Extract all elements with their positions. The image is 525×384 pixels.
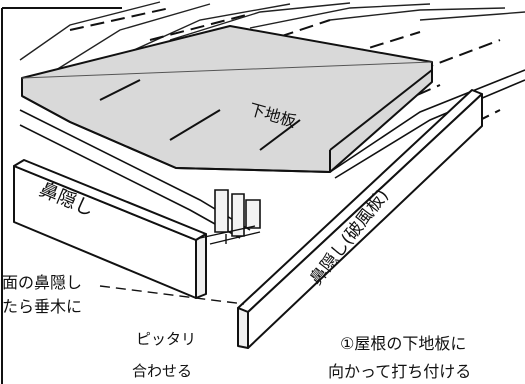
label-step-line2: 向かって打ち付ける — [328, 362, 471, 381]
board-lower-edge — [21, 95, 331, 173]
label-fit-line1: ピッタリ — [136, 330, 196, 348]
frame-lines — [1, 7, 122, 384]
corner-lines — [199, 225, 261, 245]
barge-board — [237, 89, 483, 349]
label-left-line1: 面の鼻隠し — [2, 273, 82, 292]
corner-posts — [214, 189, 261, 237]
label-left-line2: たら垂木に — [2, 297, 82, 316]
board-seam — [21, 61, 433, 79]
alignment-line — [99, 285, 245, 305]
label-fit-line2: 合わせる — [132, 362, 192, 380]
label-step-line1: ①屋根の下地板に — [340, 334, 466, 353]
